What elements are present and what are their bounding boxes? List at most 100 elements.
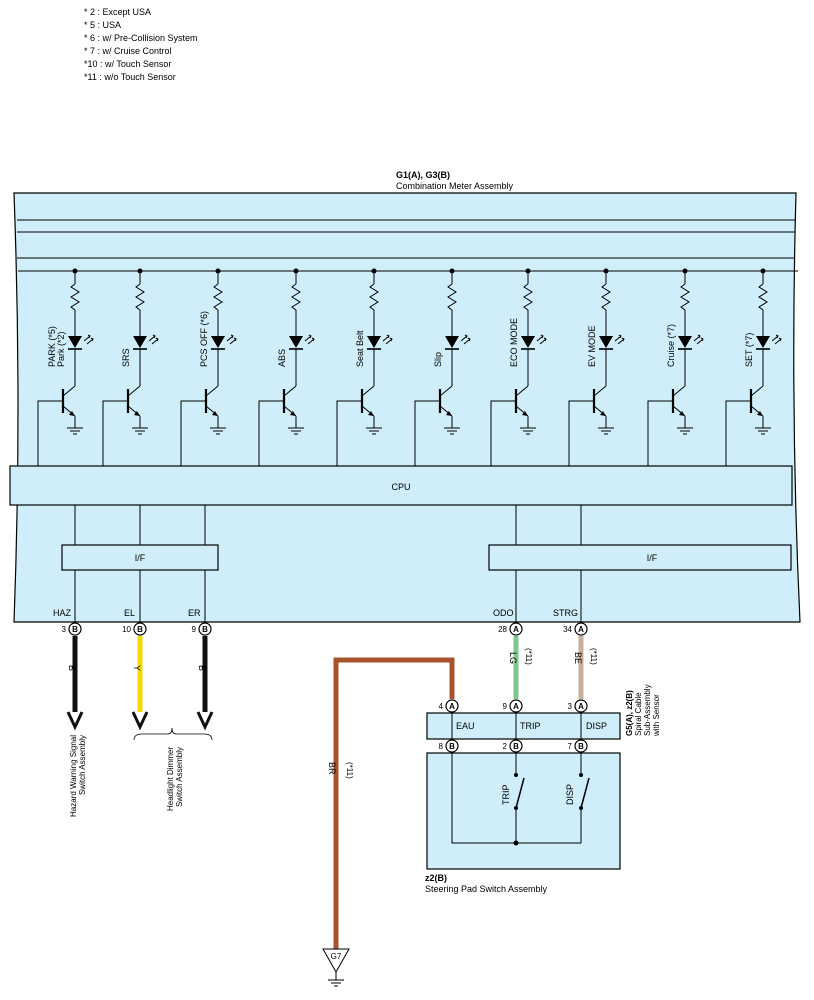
indicator-label: ABS — [277, 349, 287, 367]
spiral-name: Sub-Assembly — [643, 684, 652, 736]
headlight-switch-label: Headlight Dimmer — [166, 747, 175, 811]
led-emission-icon — [536, 335, 547, 345]
pin-letter: B — [449, 742, 455, 751]
indicator-label: Seat Belt — [355, 330, 365, 367]
connector-pin: B8 — [439, 739, 459, 753]
indicator-label: PARK (*5) — [47, 326, 57, 367]
footnote: * 7 : w/ Cruise Control — [84, 46, 172, 56]
indicator-label: Cruise (*7) — [666, 324, 676, 367]
pin-number: 9 — [503, 702, 508, 711]
pin-number: 10 — [122, 625, 131, 634]
meter-name: Combination Meter Assembly — [396, 181, 514, 191]
transistor-icon — [515, 385, 529, 397]
led-icon — [445, 336, 459, 348]
headlight-brace — [133, 727, 213, 741]
footnotes: * 2 : Except USA * 5 : USA * 6 : w/ Pre-… — [84, 7, 198, 82]
pin-number: 4 — [439, 702, 444, 711]
steering-name: Steering Pad Switch Assembly — [425, 884, 548, 894]
trip-switch-icon — [515, 777, 525, 809]
pin-circle-icon — [509, 622, 523, 636]
arrow-icon — [196, 711, 214, 731]
pin-letter: A — [578, 625, 584, 634]
pin-circle-icon — [574, 739, 588, 753]
base-line — [725, 400, 751, 466]
indicator-label: SET (*7) — [744, 333, 754, 367]
transistor-icon — [290, 411, 296, 416]
pin-circle-icon — [574, 699, 588, 713]
pin-circle-icon — [445, 699, 459, 713]
pin-number: 7 — [568, 742, 573, 751]
led-emission-icon — [304, 335, 315, 345]
cpu-label: CPU — [391, 482, 410, 492]
arrow-icon — [131, 711, 149, 731]
led-icon — [521, 336, 535, 348]
transistor-icon — [446, 411, 452, 416]
wire-note: (*11) — [589, 648, 598, 665]
switch-contact-icon — [579, 806, 583, 810]
headlight-switch-label: Switch Assembly — [175, 747, 184, 807]
transistor-icon — [134, 411, 140, 416]
switch-contact-icon — [514, 773, 518, 777]
wire-color-label: B — [67, 665, 77, 671]
hazard-switch-label: Hazard Warning Signal — [69, 735, 78, 817]
connector-pin: B3 — [62, 622, 82, 636]
terminal-name: ER — [188, 608, 201, 618]
interface-label: I/F — [135, 553, 146, 563]
led-emission-icon — [152, 334, 159, 342]
indicator-label: PCS OFF (*6) — [199, 311, 209, 367]
connector-pin: B7 — [568, 739, 588, 753]
connector-pin: B10 — [122, 622, 147, 636]
pin-number: 3 — [62, 625, 67, 634]
led-emission-icon — [693, 335, 704, 345]
resistor-icon — [758, 283, 768, 311]
resistor-icon — [369, 283, 379, 311]
connector-pin: A28 — [498, 622, 523, 636]
terminal-name: STRG — [553, 608, 578, 618]
led-emission-icon — [83, 335, 94, 345]
spiral-pin-name: EAU — [456, 721, 475, 731]
spiral-name: with Sensor — [652, 694, 661, 737]
indicator-circuit: Slip — [414, 268, 471, 466]
base-line — [414, 400, 440, 466]
pin-circle-icon — [509, 739, 523, 753]
pin-number: 2 — [503, 742, 508, 751]
footnote: *11 : w/o Touch Sensor — [84, 72, 176, 82]
pin-circle-icon — [68, 622, 82, 636]
interface-label: I/F — [647, 553, 658, 563]
wire-note: (*11) — [524, 648, 533, 665]
pin-circle-icon — [574, 622, 588, 636]
ground-label: G7 — [331, 952, 342, 961]
base-line — [647, 400, 673, 466]
indicator-circuit: Cruise (*7) — [647, 268, 704, 466]
led-emission-icon — [87, 334, 94, 342]
wire-color-label: B — [197, 665, 207, 671]
led-emission-icon — [614, 335, 625, 345]
indicator-circuit: ABS — [258, 268, 315, 466]
led-icon — [211, 336, 225, 348]
wire-note: (*11) — [345, 762, 354, 779]
spiral-name: Spiral Cable — [634, 692, 643, 736]
led-emission-icon — [386, 334, 393, 342]
base-line — [258, 400, 284, 466]
pin-letter: A — [578, 702, 584, 711]
pin-circle-icon — [509, 699, 523, 713]
indicator-label: EV MODE — [587, 325, 597, 367]
transistor-icon — [283, 385, 297, 397]
switch-label: DISP — [565, 784, 575, 805]
led-emission-icon — [460, 335, 471, 345]
transistor-icon — [522, 411, 528, 416]
led-emission-icon — [464, 334, 471, 342]
footnote: *10 : w/ Touch Sensor — [84, 59, 171, 69]
resistor-icon — [213, 283, 223, 311]
led-emission-icon — [697, 334, 704, 342]
resistor-icon — [70, 283, 80, 311]
indicator-label: Park (*2) — [56, 331, 66, 367]
base-line — [102, 400, 128, 466]
transistor-icon — [679, 411, 685, 416]
led-icon — [678, 336, 692, 348]
pin-circle-icon — [445, 739, 459, 753]
spiral-connector: G5(A), z2(B) — [625, 690, 634, 736]
connector-pin: A9 — [503, 699, 523, 713]
